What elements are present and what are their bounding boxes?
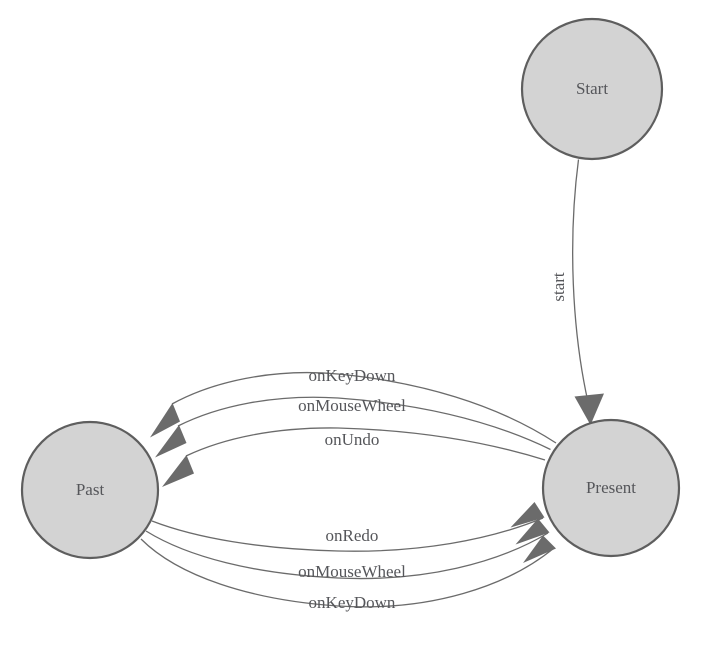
node-past-circle (20, 420, 160, 560)
edge-label-onmousewheel-redo: onMouseWheel (298, 562, 406, 581)
edge-label-onkeydown-redo: onKeyDown (309, 593, 396, 612)
edge-past-to-present-onmousewheel-path (145, 530, 549, 580)
edge-past-to-present-onkeydown-path (140, 538, 555, 608)
edge-past-to-present-onredo[interactable] (151, 502, 545, 552)
edge-present-to-past-onmousewheel[interactable] (155, 396, 551, 458)
edge-start-to-present[interactable] (572, 159, 604, 426)
node-present[interactable]: Present (541, 418, 681, 558)
edge-label-onredo: onRedo (326, 526, 379, 545)
edge-past-to-present-onredo-arrowhead (510, 502, 545, 528)
edge-past-to-present-onkeydown[interactable] (140, 535, 556, 608)
edge-label-onmousewheel-undo: onMouseWheel (298, 396, 406, 415)
node-present-label: Present (586, 478, 636, 497)
node-past-label: Past (76, 480, 105, 499)
edge-past-to-present-onmousewheel-arrowhead (515, 518, 550, 545)
edge-present-to-past-onmousewheel-path (177, 396, 551, 451)
edge-label-onkeydown-undo: onKeyDown (309, 366, 396, 385)
edge-past-to-present-onkeydown-arrowhead (523, 535, 556, 563)
node-start-label: Start (576, 79, 608, 98)
edge-past-to-present-onredo-path (151, 517, 544, 552)
edge-present-to-past-onundo-path (185, 427, 546, 461)
edge-label-start: start (549, 272, 568, 302)
edge-present-to-past-onkeydown-arrowhead (150, 403, 180, 438)
node-start[interactable]: Start (520, 17, 664, 161)
edge-start-to-present-arrowhead (574, 393, 604, 425)
edge-present-to-past-onkeydown[interactable] (150, 371, 557, 444)
edge-past-to-present-onmousewheel[interactable] (145, 518, 550, 580)
node-start-circle (520, 17, 664, 161)
edge-present-to-past-onundo[interactable] (162, 427, 546, 487)
edge-present-to-past-onmousewheel-arrowhead (155, 425, 187, 458)
edge-start-to-present-path (572, 159, 589, 403)
node-present-circle (541, 418, 681, 558)
edge-present-to-past-onkeydown-path (171, 371, 557, 444)
edge-present-to-past-onundo-arrowhead (162, 455, 194, 487)
node-past[interactable]: Past (20, 420, 160, 560)
edge-label-onundo: onUndo (325, 430, 380, 449)
